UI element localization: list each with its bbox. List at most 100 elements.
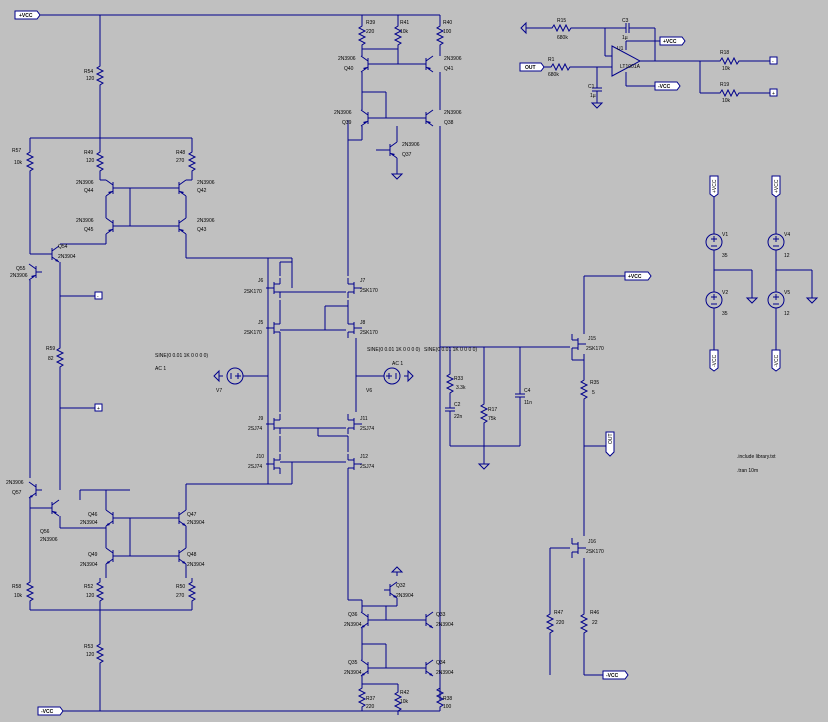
q42-model: 2N3906 — [197, 180, 215, 186]
v2-source[interactable] — [705, 291, 723, 309]
r49-resistor[interactable] — [96, 147, 104, 176]
q37-ground — [391, 169, 403, 180]
out-opamp-flag[interactable]: OUT — [519, 62, 545, 72]
v1-bottom-label: -VCC — [712, 354, 718, 367]
vcc-neg-j16-flag[interactable]: -VCC — [602, 670, 629, 680]
q55-transistor[interactable] — [28, 263, 43, 281]
v1-source[interactable] — [705, 233, 723, 251]
v1-top-flag[interactable]: +VCC — [709, 175, 719, 198]
q34-transistor[interactable] — [419, 659, 434, 677]
plus-input-pin[interactable]: + — [94, 403, 103, 412]
q33-transistor[interactable] — [419, 611, 434, 629]
vcc-top-flag[interactable]: +VCC — [14, 10, 41, 20]
r46-resistor[interactable] — [580, 609, 588, 638]
q44-name: Q44 — [84, 188, 94, 194]
r54-value: 120 — [86, 76, 95, 82]
sine-label-right: SINE(0 0.01 1K 0 0 0 0) — [424, 347, 477, 353]
j12-name: J12 — [360, 454, 368, 460]
r19-resistor[interactable] — [715, 89, 744, 97]
c1-value: 1µ — [590, 93, 596, 99]
r41-name: R41 — [400, 20, 409, 26]
r48-resistor[interactable] — [188, 147, 196, 176]
v4-bottom-flag[interactable]: -VCC — [771, 349, 781, 372]
r15-resistor[interactable] — [547, 24, 576, 32]
v5-source[interactable] — [767, 291, 785, 309]
j7-model: 2SK170 — [360, 288, 378, 294]
q42-transistor[interactable] — [172, 179, 187, 197]
q39-name: Q39 — [342, 120, 352, 126]
r54-resistor[interactable] — [96, 61, 104, 90]
j16-name: J16 — [588, 539, 596, 545]
r41-resistor[interactable] — [394, 21, 402, 50]
plus-out-label: + — [772, 91, 775, 97]
vcc-neg-opamp-flag[interactable]: -VCC — [654, 81, 681, 91]
r15-ground — [520, 22, 531, 34]
r47-value: 220 — [556, 620, 565, 626]
q44-transistor[interactable] — [105, 179, 120, 197]
plus-output-pin[interactable]: + — [769, 88, 778, 97]
r57-name: R57 — [12, 148, 21, 154]
u1-opamp[interactable] — [611, 45, 642, 77]
r18-resistor[interactable] — [715, 57, 744, 65]
r42-name: R42 — [400, 690, 409, 696]
v7-source[interactable] — [226, 367, 244, 385]
r1-resistor[interactable] — [546, 63, 575, 71]
out-right-flag[interactable]: OUT — [605, 431, 615, 457]
q45-transistor[interactable] — [105, 217, 120, 235]
q56-transistor[interactable] — [45, 499, 60, 517]
r17-resistor[interactable] — [480, 399, 488, 428]
vcc-j15-flag[interactable]: +VCC — [624, 271, 652, 281]
r50-resistor[interactable] — [188, 577, 196, 606]
minus-output-pin[interactable]: - — [769, 56, 778, 65]
r40-value: 100 — [443, 29, 452, 35]
r58-resistor[interactable] — [26, 577, 34, 606]
q32-model: 2N3904 — [396, 593, 414, 599]
q41-transistor[interactable] — [419, 55, 434, 73]
v4-bottom-label: -VCC — [774, 354, 780, 367]
q37-transistor[interactable] — [383, 141, 398, 159]
q40-transistor[interactable] — [360, 55, 375, 73]
v4-source[interactable] — [767, 233, 785, 251]
j16-jfet[interactable] — [571, 537, 587, 559]
j15-jfet[interactable] — [571, 333, 587, 355]
r53-resistor[interactable] — [96, 639, 104, 668]
q47-name: Q47 — [187, 512, 197, 518]
r47-name: R47 — [554, 610, 563, 616]
q39-transistor[interactable] — [360, 109, 375, 127]
vcc-neg-bottom-flag[interactable]: -VCC — [37, 706, 64, 716]
out-right-label: OUT — [608, 433, 614, 444]
r37-resistor[interactable] — [358, 683, 366, 712]
r39-resistor[interactable] — [358, 21, 366, 50]
q57-transistor[interactable] — [28, 481, 43, 499]
q45-model: 2N3906 — [76, 218, 94, 224]
vcc-opamp-flag[interactable]: +VCC — [659, 36, 686, 46]
r57-value: 10k — [14, 160, 23, 166]
q45-name: Q45 — [84, 227, 94, 233]
q46-transistor[interactable] — [105, 509, 120, 527]
q47-transistor[interactable] — [172, 509, 187, 527]
q49-transistor[interactable] — [105, 547, 120, 565]
r46-name: R46 — [590, 610, 599, 616]
q43-transistor[interactable] — [172, 217, 187, 235]
r47-resistor[interactable] — [546, 609, 554, 638]
q48-transistor[interactable] — [172, 547, 187, 565]
r35-resistor[interactable] — [580, 375, 588, 404]
r57-resistor[interactable] — [26, 147, 34, 176]
q57-model: 2N3906 — [6, 480, 24, 486]
r40-resistor[interactable] — [436, 21, 444, 50]
c3-capacitor[interactable] — [617, 22, 638, 34]
q35-transistor[interactable] — [360, 659, 375, 677]
q36-transistor[interactable] — [360, 611, 375, 629]
r48-name: R48 — [176, 150, 185, 156]
r52-resistor[interactable] — [96, 577, 104, 606]
q41-name: Q41 — [444, 66, 454, 72]
v4-top-flag[interactable]: +VCC — [771, 175, 781, 198]
q38-transistor[interactable] — [419, 109, 434, 127]
v6-source[interactable] — [383, 367, 401, 385]
r49-name: R49 — [84, 150, 93, 156]
r59-resistor[interactable] — [56, 343, 64, 372]
r33-resistor[interactable] — [446, 369, 454, 398]
v1-bottom-flag[interactable]: -VCC — [709, 349, 719, 372]
v2-name: V2 — [722, 290, 728, 296]
minus-input-pin[interactable]: - — [94, 291, 103, 300]
